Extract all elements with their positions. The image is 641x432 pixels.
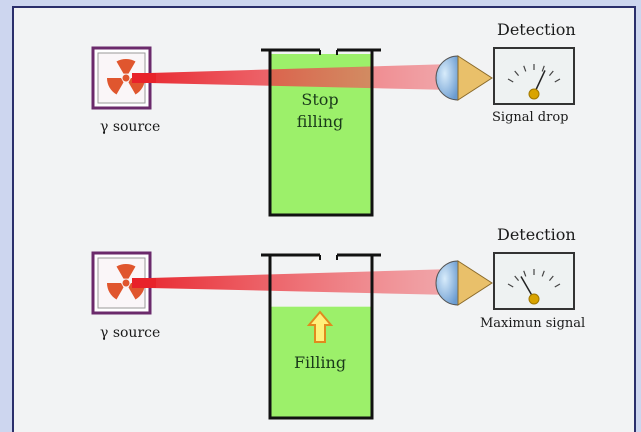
detector-cone	[457, 260, 493, 306]
source-emitter-1	[132, 73, 156, 83]
radiation-blade	[116, 264, 136, 279]
tank-wall-1	[268, 50, 374, 217]
meter-tick	[514, 275, 520, 282]
meter-tick	[554, 283, 561, 288]
detector-label-2: Maximun signal	[480, 316, 586, 331]
gamma-beam-1	[150, 64, 452, 90]
detector-cone	[457, 55, 493, 101]
source-label-2: γ source	[100, 325, 161, 341]
source-label-1: γ source	[100, 119, 161, 135]
tank-text-1-line-2: filling	[296, 112, 344, 131]
tank-text-2-line-1: Filling	[293, 353, 347, 372]
meter-tick	[548, 275, 554, 282]
meter-pivot	[528, 293, 540, 305]
detection-header-1: Detection	[497, 20, 576, 39]
detector-icon	[435, 55, 493, 101]
up-arrow-icon	[306, 310, 334, 343]
radiation-blade	[116, 59, 136, 74]
radiation-blade	[107, 283, 124, 300]
tank-text-2: Filling	[270, 352, 370, 374]
meter-tick	[541, 65, 545, 72]
detector-icon	[435, 260, 493, 306]
scene-2	[91, 251, 575, 420]
detection-header-2: Detection	[497, 225, 576, 244]
meter-tick	[548, 70, 554, 77]
radiation-blade	[107, 78, 124, 95]
radiation-core	[122, 74, 130, 82]
meter-icon	[493, 252, 575, 310]
meter-tick	[523, 65, 527, 72]
meter-tick	[554, 78, 561, 83]
source-emitter-2	[132, 278, 156, 288]
meter-tick	[514, 70, 520, 77]
detector-lens	[435, 260, 459, 306]
meter-tick	[541, 270, 545, 277]
tank-text-1-line-1: Stop	[301, 90, 339, 109]
meter-icon	[493, 47, 575, 105]
meter-tick	[507, 283, 514, 288]
meter-tick	[523, 270, 527, 277]
tank-text-1: Stop filling	[270, 89, 370, 133]
detector-lens	[435, 55, 459, 101]
scene-1	[91, 46, 575, 217]
radiation-core	[122, 279, 130, 287]
tank-wall-2	[268, 255, 374, 420]
gamma-beam-2	[150, 269, 452, 295]
meter-pivot	[528, 88, 540, 100]
detector-label-1: Signal drop	[492, 110, 569, 125]
meter-tick	[507, 78, 514, 83]
